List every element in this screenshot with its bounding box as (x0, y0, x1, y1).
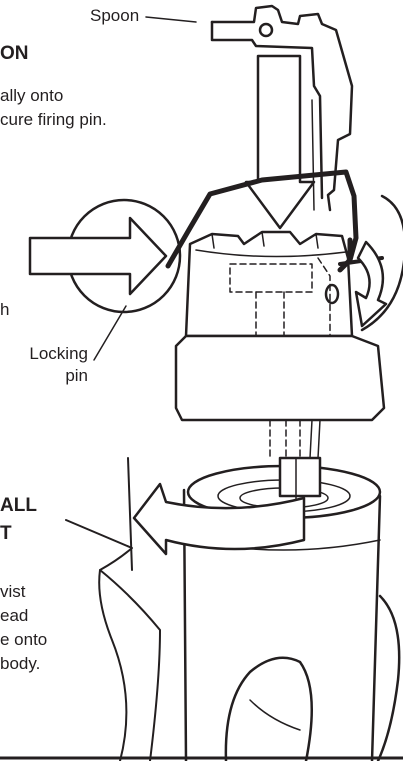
bottom-instruction-line-1: vist (0, 582, 26, 601)
spoon-leader-line (145, 16, 197, 23)
curved-arrow-left-icon (132, 482, 306, 556)
grenade-body (182, 456, 382, 761)
fuze-body-lower (174, 334, 386, 459)
twist-detail-circle (360, 194, 403, 332)
top-instruction-line-1: ally onto (0, 86, 64, 105)
bottom-heading-line-1: ALL (0, 495, 37, 516)
curved-arrow-clockwise-icon (354, 240, 388, 328)
arrow-right-icon (28, 216, 168, 296)
bottom-instruction-line-4: body. (0, 654, 41, 673)
spoon-label: Spoon (90, 6, 140, 25)
top-instruction-line-2: cure firing pin. (0, 110, 107, 129)
bottom-instruction-line-3: e onto (0, 630, 48, 649)
fuze-body-upper (184, 230, 354, 338)
side-fragment-label: h (0, 300, 10, 319)
locking-pin-label-line-1: Locking (29, 344, 88, 363)
bottom-heading-line-2: T (0, 523, 12, 544)
locking-pin-leader-line (93, 305, 127, 361)
top-heading-fragment: ON (0, 43, 29, 64)
locking-pin-label-line-2: pin (65, 366, 88, 385)
bottom-instruction-line-2: ead (0, 606, 29, 625)
hand-icon (65, 519, 401, 761)
